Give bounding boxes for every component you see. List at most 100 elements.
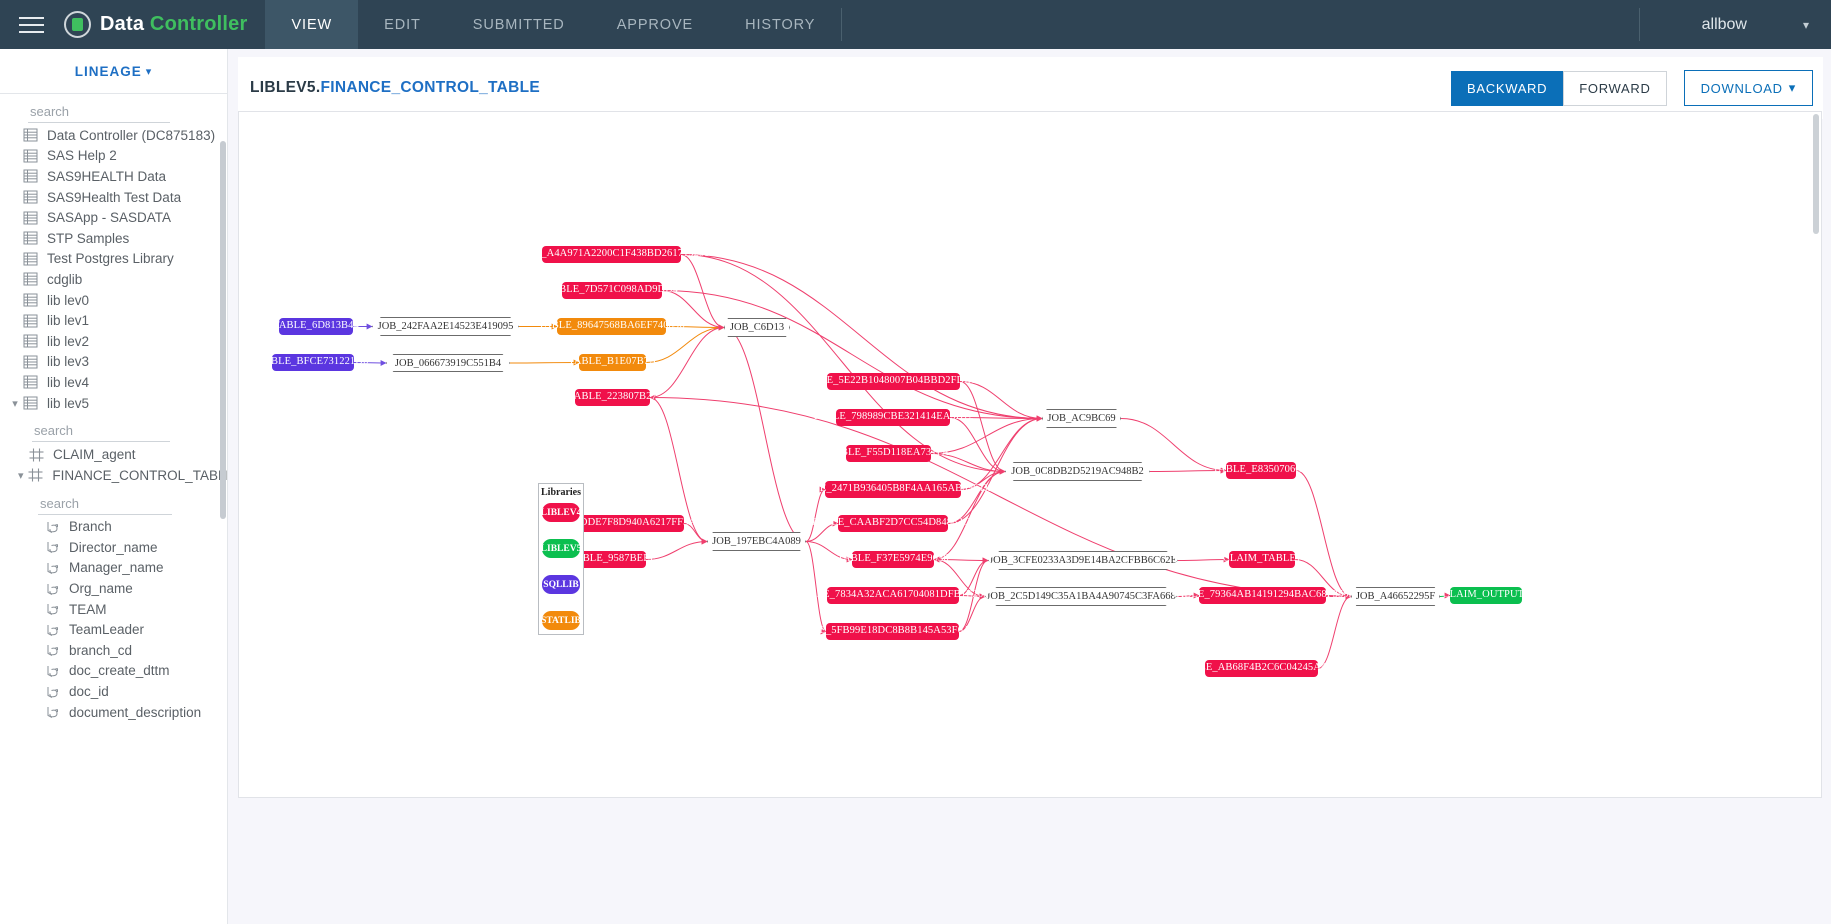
graph-job-node[interactable]: JOB_AC9BC69 — [1042, 409, 1121, 428]
sidebar-library-data-controller-dc875183[interactable]: ▾Data Controller (DC875183) — [0, 125, 227, 146]
sidebar-library-cdglib[interactable]: ▾cdglib — [0, 269, 227, 290]
library-search-input[interactable] — [28, 102, 170, 123]
sidebar-library-test-postgres-library[interactable]: ▾Test Postgres Library — [0, 249, 227, 270]
sidebar-library-sasapp-sasdata[interactable]: ▾SASApp - SASDATA — [0, 207, 227, 228]
sidebar-library-label: lib lev4 — [47, 374, 90, 390]
sidebar-library-sas9health-data[interactable]: ▾SAS9HEALTH Data — [0, 166, 227, 187]
graph-table-node[interactable]: TABLE_E8350706CB — [1213, 462, 1309, 479]
sidebar-library-lib-lev2[interactable]: ▾lib lev2 — [0, 331, 227, 352]
graph-table-node[interactable]: TABLE_5E22B1048007B04BBD2FDB100 — [800, 373, 987, 390]
legend-chip-sqllib[interactable]: SQLLIB — [542, 575, 580, 594]
sidebar-column-document-description[interactable]: ▾document_description — [0, 702, 227, 723]
column-icon — [44, 642, 61, 658]
sidebar-library-lib-lev5[interactable]: ▾ lib lev5 — [0, 393, 227, 414]
graph-table-node[interactable]: TABLE_7D571C098AD9DD4 — [546, 282, 678, 299]
page-title-prefix: LIBLEV5. — [250, 79, 321, 96]
legend-chip-liblev5[interactable]: LIBLEV5 — [541, 539, 581, 558]
sidebar-library-sas-help-2[interactable]: ▾SAS Help 2 — [0, 146, 227, 167]
sidebar-scrollbar[interactable] — [220, 141, 226, 519]
column-icon — [44, 601, 61, 617]
sidebar-library-sas9health-test-data[interactable]: ▾SAS9Health Test Data — [0, 187, 227, 208]
table-search-input[interactable] — [32, 421, 170, 443]
legend-chip-liblev4[interactable]: LIBLEV4 — [541, 503, 581, 522]
backward-button[interactable]: BACKWARD — [1451, 70, 1564, 106]
sidebar-column-team[interactable]: ▾TEAM — [0, 599, 227, 620]
user-menu[interactable]: allbow ▾ — [1640, 0, 1831, 49]
column-search-input[interactable] — [38, 493, 172, 515]
sidebar-column-teamleader[interactable]: ▾TeamLeader — [0, 619, 227, 640]
graph-table-node[interactable]: TABLE_9587BEEF — [569, 551, 656, 568]
sidebar-library-stp-samples[interactable]: ▾STP Samples — [0, 228, 227, 249]
forward-button[interactable]: FORWARD — [1563, 70, 1667, 106]
library-icon — [22, 148, 39, 164]
graph-table-node[interactable]: TABLE_798989CBE321414EA3B12 — [812, 409, 973, 426]
graph-table-node[interactable]: TABLE_5FB99E18DC8B8B145A53F6AF746 — [792, 623, 993, 640]
graph-table-node[interactable]: TABLE_7834A32ACA61704081DFB1E20E — [796, 587, 990, 604]
sidebar-library-lib-lev4[interactable]: ▾lib lev4 — [0, 372, 227, 393]
library-icon — [22, 230, 39, 246]
graph-job-node[interactable]: JOB_A46652295F — [1351, 587, 1440, 606]
tab-view[interactable]: VIEW — [265, 0, 359, 49]
lineage-label: LINEAGE — [74, 63, 142, 79]
lineage-header[interactable]: LINEAGE ▾ — [0, 49, 227, 93]
sidebar-column-doc-id[interactable]: ▾doc_id — [0, 681, 227, 702]
graph-table-node[interactable]: TABLE_6D813B44 — [273, 318, 359, 335]
library-icon — [22, 292, 39, 308]
chevron-down-icon[interactable]: ▾ — [17, 469, 24, 482]
sidebar-library-label: SAS9HEALTH Data — [47, 168, 167, 184]
sidebar-table-claim-agent[interactable]: ▾CLAIM_agent — [0, 444, 227, 465]
graph-job-node[interactable]: JOB_197EBC4A089 — [707, 532, 806, 551]
sidebar-column-label: doc_id — [69, 684, 109, 700]
tab-approve[interactable]: APPROVE — [616, 16, 694, 33]
tab-submitted[interactable]: SUBMITTED — [472, 16, 565, 33]
sidebar-column-doc-create-dttm[interactable]: ▾doc_create_dttm — [0, 661, 227, 682]
graph-job-node[interactable]: JOB_2C5D149C35A1BA4A90745C3FA668 — [985, 587, 1177, 606]
sidebar-column-org-name[interactable]: ▾Org_name — [0, 578, 227, 599]
graph-table-node[interactable]: TABLE_B1E07B7A — [568, 354, 657, 371]
sidebar-library-lib-lev3[interactable]: ▾lib lev3 — [0, 352, 227, 373]
graph-table-node[interactable]: CLAIM_OUTPUT1 — [1442, 587, 1529, 604]
tab-history[interactable]: HISTORY — [745, 16, 816, 33]
graph-table-node[interactable]: TABLE_BFCE731221D6 — [258, 354, 368, 371]
hamburger-menu-icon[interactable] — [7, 0, 56, 49]
sidebar-column-manager-name[interactable]: ▾Manager_name — [0, 558, 227, 579]
chevron-down-icon: ▾ — [1788, 80, 1796, 95]
graph-table-node[interactable]: TABLE_79364AB14191294BAC68F3593 — [1171, 587, 1354, 604]
sidebar-column-branch[interactable]: ▾Branch — [0, 517, 227, 538]
nav-tabs: VIEW EDIT SUBMITTED APPROVE HISTORY — [265, 0, 841, 49]
graph-table-node[interactable]: TABLE_A4A971A2200C1F438BD2617192956 — [508, 246, 715, 263]
graph-scrollbar[interactable] — [1813, 114, 1819, 234]
graph-table-node[interactable]: TABLE_223807B27 — [568, 389, 657, 406]
sidebar-table-finance-control-table[interactable]: ▾FINANCE_CONTROL_TABLE — [0, 465, 227, 486]
graph-job-node[interactable]: JOB_3CFE0233A3D9E14BA2CFBB6C62E — [988, 551, 1178, 570]
sidebar-library-label: lib lev5 — [47, 395, 90, 411]
graph-job-node[interactable]: JOB_C6D13 — [724, 318, 790, 337]
sidebar-column-branch-cd[interactable]: ▾branch_cd — [0, 640, 227, 661]
graph-table-node[interactable]: TABLE_89647568BA6EF740896 — [538, 318, 685, 335]
graph-table-node[interactable]: TABLE_F37E5974E9036 — [837, 551, 949, 568]
graph-table-node[interactable]: TABLE_F55D118EA731FA — [828, 445, 949, 462]
chevron-down-icon[interactable]: ▾ — [12, 397, 18, 410]
sidebar-library-lib-lev1[interactable]: ▾lib lev1 — [0, 310, 227, 331]
graph-table-node[interactable]: TABLE_2471B936405B8F4AA165AB89CD9 — [793, 481, 993, 498]
sidebar-library-lib-lev0[interactable]: ▾lib lev0 — [0, 290, 227, 311]
graph-edge — [645, 538, 708, 560]
graph-job-node[interactable]: JOB_0C8DB2D5219AC948B2 — [1005, 462, 1150, 481]
tab-edit[interactable]: EDIT — [384, 16, 421, 33]
library-icon — [22, 395, 39, 411]
sidebar-column-director-name[interactable]: ▾Director_name — [0, 537, 227, 558]
graph-job-node[interactable]: JOB_066673919C551B4 — [386, 354, 510, 372]
brand-logo-area[interactable]: Data Controller — [56, 0, 265, 49]
download-button[interactable]: DOWNLOAD ▾ — [1683, 70, 1813, 106]
legend-chip-statlib[interactable]: STATLIB — [541, 611, 581, 630]
graph-edge — [723, 327, 807, 545]
graph-table-node[interactable]: CLAIM_TABLE1 — [1223, 551, 1301, 568]
download-label: DOWNLOAD — [1700, 80, 1783, 96]
graph-job-node[interactable]: JOB_242FAA2E14523E419095 — [372, 317, 519, 336]
graph-table-node[interactable]: TABLE_CAABF2D7CC54D84883C1 — [811, 515, 975, 532]
brand-word-controller: Controller — [149, 13, 248, 35]
brand-word-data: Data — [100, 13, 145, 35]
graph-table-node[interactable]: TABLE_AB68F4B2C6C04245A4C76 — [1179, 660, 1344, 677]
